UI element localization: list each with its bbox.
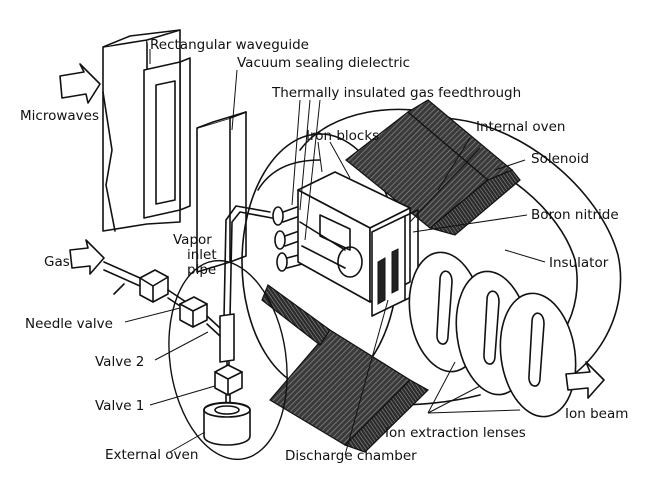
discharge-chamber: [371, 209, 419, 317]
label-insulator: Insulator: [549, 255, 609, 271]
label-pipe: pipe: [187, 262, 216, 278]
label-boron-nitride: Boron nitride: [531, 207, 619, 223]
ion-extraction-lenses: [408, 251, 577, 418]
label-discharge-chamber: Discharge chamber: [285, 448, 417, 464]
vapor-inlet-pipe: [219, 205, 273, 363]
gas-line: [69, 239, 251, 446]
label-rectangular-waveguide: Rectangular waveguide: [150, 37, 309, 53]
label-solenoid: Solenoid: [531, 151, 589, 167]
label-valve-1: Valve 1: [95, 398, 144, 414]
label-valve-2: Valve 2: [95, 354, 144, 370]
microwaves-arrow: [59, 63, 101, 104]
label-thermally-insulated-gas-feedthrough: Thermally insulated gas feedthrough: [271, 85, 521, 101]
label-gas: Gas: [44, 254, 70, 270]
label-iron-blocks: Iron blocks: [306, 128, 379, 144]
rectangular-waveguide: [102, 29, 191, 232]
solenoid-bottom: [261, 284, 429, 453]
label-internal-oven: Internal oven: [476, 119, 565, 135]
labels: Rectangular waveguide Vacuum sealing die…: [20, 37, 628, 464]
label-microwaves: Microwaves: [20, 108, 99, 124]
label-external-oven: External oven: [105, 447, 198, 463]
label-needle-valve: Needle valve: [25, 316, 113, 332]
label-vacuum-sealing-dielectric: Vacuum sealing dielectric: [237, 55, 410, 71]
label-inlet: inlet: [187, 247, 217, 263]
label-vapor: Vapor: [173, 232, 212, 248]
ion-beam-arrow: [565, 361, 605, 399]
external-oven-enclosure: [168, 259, 288, 461]
label-ion-extraction-lenses: Ion extraction lenses: [385, 425, 526, 441]
label-ion-beam: Ion beam: [565, 406, 628, 422]
leader-lines: [124, 49, 546, 456]
